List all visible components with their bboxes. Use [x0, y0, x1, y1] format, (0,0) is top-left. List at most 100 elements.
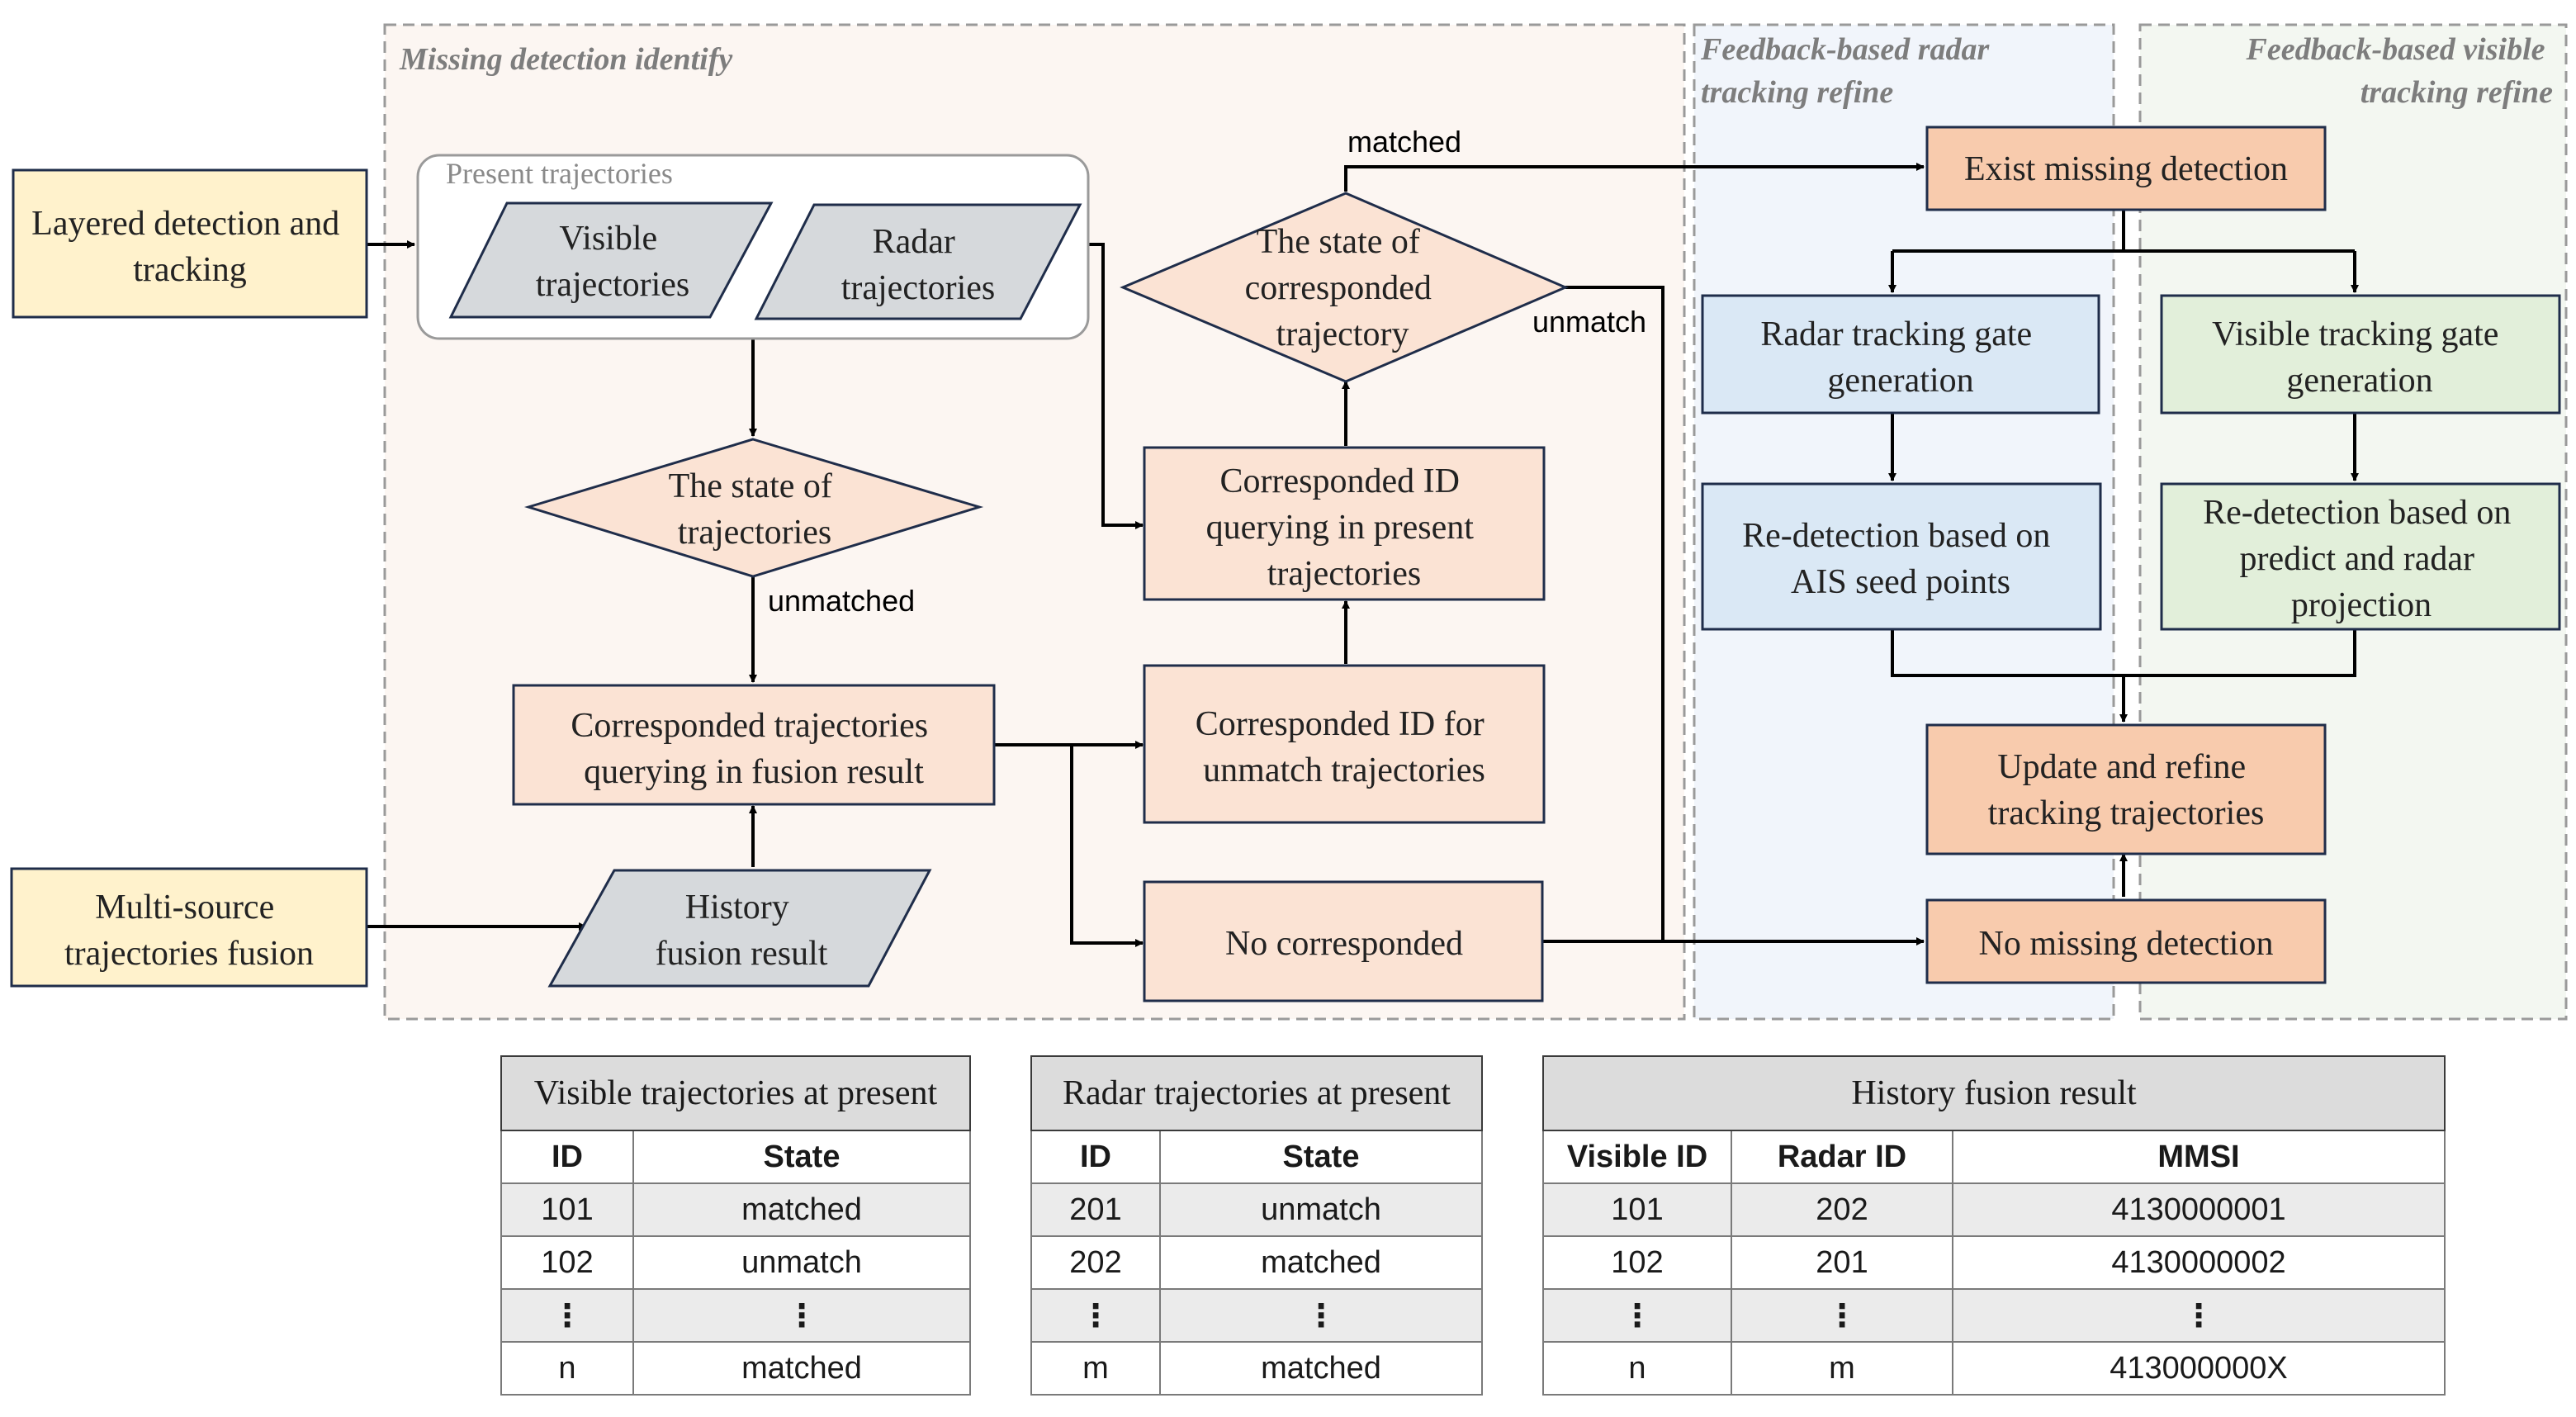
visible-gate-box — [2160, 294, 2561, 415]
visible-trajectories-table: Visible trajectories at present ID State… — [500, 1055, 971, 1396]
radar-row4-state: matched — [1159, 1341, 1483, 1396]
edge-radar-to-corr-id-query — [1080, 243, 1144, 529]
history-row2-mmsi: 4130000002 — [1951, 1235, 2446, 1290]
state-of-trajectories-diamond — [523, 438, 984, 578]
radar-trajectories-label: Radar trajectories — [841, 223, 996, 307]
radar-traj-line1: Radar — [873, 223, 955, 261]
radar-table-caption: Radar trajectories at present — [1030, 1055, 1483, 1131]
label-unmatch: unmatch — [1532, 305, 1646, 339]
state-trajectories-label: The state of trajectories — [669, 467, 841, 552]
no-missing-box — [1925, 898, 2327, 984]
edge-redetects-to-update — [1891, 629, 2356, 722]
corr-id-unmatch-label: Corresponded ID for unmatch trajectories — [1196, 705, 1493, 789]
table-row: ⋮ ⋮ — [1030, 1288, 1483, 1343]
no-corresponded-label: No corresponded — [1225, 925, 1463, 963]
multisource-fusion-label: Multi-source trajectories fusion — [64, 889, 314, 973]
visible-trajectories-label: Visible trajectories — [536, 220, 690, 304]
history-table-header-visible-id: Visible ID — [1542, 1130, 1732, 1184]
update-refine-line1: Update and refine — [1997, 748, 2246, 786]
visible-row4-state: matched — [632, 1341, 971, 1396]
visible-row4-id: n — [500, 1341, 634, 1396]
history-row3-radar: ⋮ — [1731, 1288, 1953, 1343]
radar-gate-label: Radar tracking gate generation — [1760, 315, 2040, 400]
region-missing-title: Missing detection identify — [399, 42, 732, 77]
state-corr-line1: The state of — [1257, 223, 1420, 261]
corr-id-unmatch-line1: Corresponded ID for — [1196, 705, 1485, 743]
radar-redetect-box — [1701, 482, 2102, 631]
region-visible-title: Feedback-based visible tracking refine — [2246, 32, 2554, 110]
state-of-corresponded-diamond — [1120, 192, 1569, 383]
visible-row3-state: ⋮ — [632, 1288, 971, 1343]
radar-row2-id: 202 — [1030, 1235, 1161, 1290]
radar-table-header-state: State — [1159, 1130, 1483, 1184]
region-visible-title-line2: tracking refine — [2361, 75, 2553, 110]
history-row1-mmsi: 4130000001 — [1951, 1182, 2446, 1237]
table-row: 101 matched — [500, 1182, 971, 1237]
visible-trajectories-shape — [448, 201, 774, 319]
radar-trajectories-table: Radar trajectories at present ID State 2… — [1030, 1055, 1483, 1396]
radar-row1-id: 201 — [1030, 1182, 1161, 1237]
edge-corr-query-to-no-corr — [1070, 745, 1144, 947]
multisource-line1: Multi-source — [95, 889, 274, 926]
radar-traj-line2: trajectories — [841, 269, 996, 307]
edge-state-corr-matched — [1344, 163, 1925, 192]
state-traj-line2: trajectories — [678, 514, 832, 552]
corr-traj-query-label: Corresponded trajectories querying in fu… — [571, 707, 936, 791]
radar-row4-id: m — [1030, 1341, 1161, 1396]
radar-row1-state: unmatch — [1159, 1182, 1483, 1237]
radar-row3-id: ⋮ — [1030, 1288, 1161, 1343]
history-row4-mmsi: 413000000X — [1951, 1341, 2446, 1396]
layered-detection-box — [12, 168, 368, 319]
table-row: ⋮ ⋮ — [500, 1288, 971, 1343]
layered-line2: tracking — [133, 251, 247, 289]
history-line2: fusion result — [656, 935, 828, 973]
exist-missing-label: Exist missing detection — [1964, 150, 2288, 188]
corr-id-query-line3: trajectories — [1267, 555, 1422, 593]
radar-gate-box — [1701, 294, 2100, 415]
layered-line1: Layered detection and — [31, 205, 339, 243]
radar-gate-line2: generation — [1827, 362, 1973, 400]
state-corr-line3: trajectory — [1276, 315, 1409, 353]
history-table-header-mmsi: MMSI — [1951, 1130, 2446, 1184]
visible-table-header-id: ID — [500, 1130, 634, 1184]
corr-id-query-line1: Corresponded ID — [1220, 462, 1460, 500]
visible-row2-state: unmatch — [632, 1235, 971, 1290]
radar-row2-state: matched — [1159, 1235, 1483, 1290]
history-line1: History — [685, 889, 789, 926]
visible-traj-line1: Visible — [559, 220, 657, 258]
history-fusion-label: History fusion result — [656, 889, 828, 973]
radar-gate-line1: Radar tracking gate — [1760, 315, 2032, 353]
visible-gate-line2: generation — [2286, 362, 2432, 400]
history-row3-visible: ⋮ — [1542, 1288, 1732, 1343]
table-row: m matched — [1030, 1341, 1483, 1396]
corr-id-unmatch-line2: unmatch trajectories — [1203, 751, 1485, 789]
update-refine-box — [1925, 723, 2327, 855]
radar-redetect-line2: AIS seed points — [1791, 563, 2010, 601]
history-row1-visible: 101 — [1542, 1182, 1732, 1237]
radar-redetect-label: Re-detection based on AIS seed points — [1742, 517, 2059, 601]
radar-trajectories-shape — [754, 203, 1082, 320]
edge-split-to-radar-gate — [1892, 249, 2355, 292]
visible-table-caption: Visible trajectories at present — [500, 1055, 971, 1131]
state-corr-line2: corresponded — [1245, 269, 1432, 307]
layered-detection-label: Layered detection and tracking — [31, 205, 348, 289]
update-refine-label: Update and refine tracking trajectories — [1988, 748, 2265, 832]
visible-row1-state: matched — [632, 1182, 971, 1237]
visible-traj-line2: trajectories — [536, 266, 690, 304]
state-traj-line1: The state of — [669, 467, 832, 505]
visible-row1-id: 101 — [500, 1182, 634, 1237]
history-row3-mmsi: ⋮ — [1951, 1288, 2446, 1343]
region-radar-title-line2: tracking refine — [1701, 75, 1893, 110]
present-trajectories-title: Present trajectories — [446, 157, 673, 190]
table-row: 102 unmatch — [500, 1235, 971, 1290]
visible-redetect-line3: projection — [2291, 586, 2432, 624]
visible-row3-id: ⋮ — [500, 1288, 634, 1343]
corr-traj-query-box — [512, 684, 996, 806]
exist-missing-box — [1925, 126, 2327, 211]
history-row1-radar: 202 — [1731, 1182, 1953, 1237]
table-row: 102 201 4130000002 — [1542, 1235, 2446, 1290]
table-row: ⋮ ⋮ ⋮ — [1542, 1288, 2446, 1343]
history-table-header-radar-id: Radar ID — [1731, 1130, 1953, 1184]
table-row: 202 matched — [1030, 1235, 1483, 1290]
corr-id-query-box — [1143, 446, 1546, 601]
